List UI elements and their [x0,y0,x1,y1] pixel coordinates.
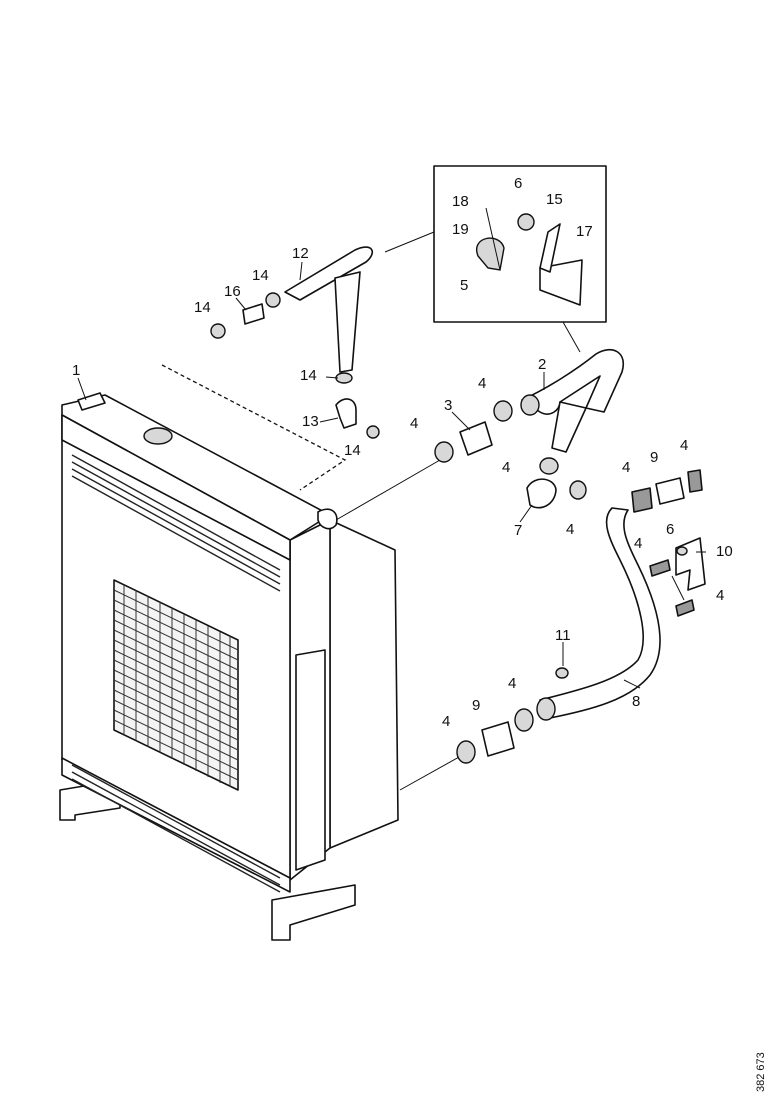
callout-4: 4 [410,415,418,432]
callout-10: 10 [716,543,733,560]
bracket-assembly [649,537,706,617]
radiator [59,392,399,941]
upper-fins [71,454,281,592]
callout-12: 12 [292,245,309,262]
callout-9: 9 [472,697,480,714]
callout-19: 19 [452,221,469,238]
lower-hose-assembly [456,469,703,764]
lower-fins [71,764,281,893]
callout-6: 6 [514,175,522,192]
callout-13: 13 [302,413,319,430]
callout-4: 4 [680,437,688,454]
callout-4: 4 [634,535,642,552]
callout-1: 1 [72,362,80,379]
callout-14: 14 [194,299,211,316]
callout-4: 4 [502,459,510,476]
assembly-line-lower-hose [399,751,469,791]
reference-code: 382 673 [755,1052,767,1092]
overflow-pipe-assembly [210,246,380,439]
callout-3: 3 [444,397,452,414]
callout-leaders [77,261,706,689]
assembly-line-top [161,364,347,491]
callout-8: 8 [632,693,640,710]
callout-5: 5 [460,277,468,294]
callout-7: 7 [514,522,522,539]
callout-4: 4 [622,459,630,476]
callout-4: 4 [716,587,724,604]
callout-14: 14 [252,267,269,284]
callout-17: 17 [576,223,593,240]
callout-11: 11 [555,627,571,644]
upper-hose-assembly [434,348,625,509]
detail-inset [384,165,607,353]
callout-2: 2 [538,356,546,373]
callout-4: 4 [508,675,516,692]
callout-9: 9 [650,449,658,466]
assembly-line-upper-hose [335,459,441,521]
callout-16: 16 [224,283,241,300]
callout-4: 4 [566,521,574,538]
callout-4: 4 [478,375,486,392]
callout-14: 14 [344,442,361,459]
callout-4: 4 [442,713,450,730]
callout-18: 18 [452,193,469,210]
callout-14: 14 [300,367,317,384]
callout-15: 15 [546,191,563,208]
filler-cap [143,427,173,445]
callout-labels: 1 2 3 4 4 4 4 4 4 4 4 4 4 5 6 6 7 8 9 9 … [72,175,733,730]
callout-6: 6 [666,521,674,538]
radiator-core-grid [113,579,239,791]
